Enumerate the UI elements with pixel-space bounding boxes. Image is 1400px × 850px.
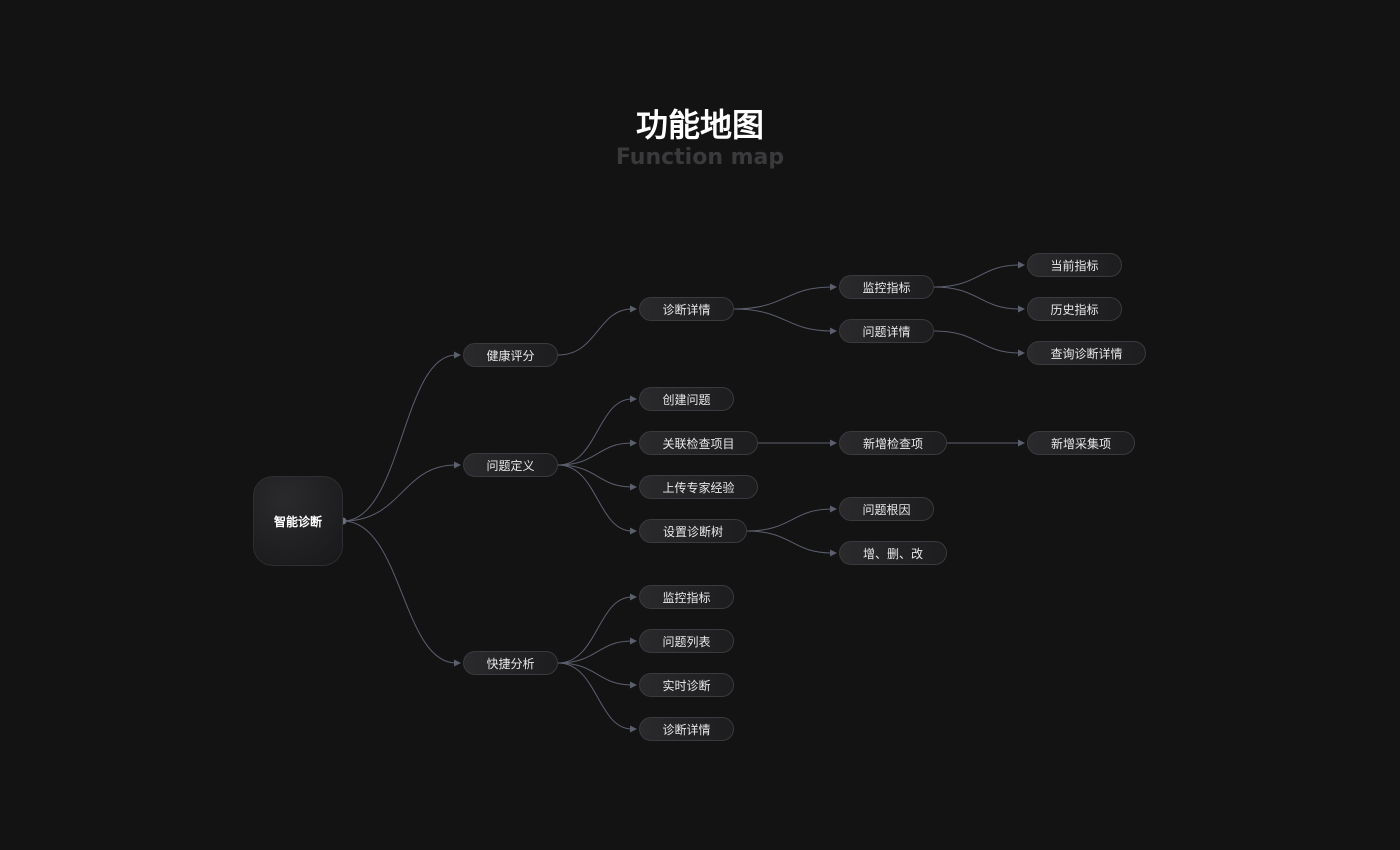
edge-monitor-current [933, 264, 1021, 288]
node-upload[interactable]: 上传专家经验 [639, 475, 758, 499]
node-diag_detail[interactable]: 诊断详情 [639, 297, 734, 321]
arrow-icon [1018, 349, 1025, 357]
arrow-icon [630, 395, 637, 403]
arrow-icon [630, 305, 637, 313]
arrow-icon [1018, 439, 1025, 447]
arrow-icon [1018, 305, 1025, 313]
arrow-icon [630, 527, 637, 535]
node-current[interactable]: 当前指标 [1027, 253, 1122, 277]
arrow-icon [830, 327, 837, 335]
edge-quick-q_monitor [557, 596, 633, 664]
arrow-icon [454, 659, 461, 667]
node-quick[interactable]: 快捷分析 [463, 651, 558, 675]
node-add_check[interactable]: 新增检查项 [839, 431, 947, 455]
edge-diag_detail-monitor [733, 286, 833, 310]
arrow-icon [630, 637, 637, 645]
edge-diag_detail-prob_detail [733, 308, 833, 332]
arrow-icon [1018, 261, 1025, 269]
page-subtitle: Function map [615, 145, 785, 170]
node-q_realtime[interactable]: 实时诊断 [639, 673, 734, 697]
edge-root-problem [342, 464, 457, 522]
edge-problem-link [557, 442, 633, 466]
node-monitor[interactable]: 监控指标 [839, 275, 934, 299]
edge-monitor-history [933, 286, 1021, 310]
page-title: 功能地图 [635, 106, 764, 144]
arrow-icon [454, 461, 461, 469]
edge-prob_detail-query [933, 330, 1021, 354]
node-root_cause[interactable]: 问题根因 [839, 497, 934, 521]
arrow-icon [630, 681, 637, 689]
node-create[interactable]: 创建问题 [639, 387, 734, 411]
edge-problem-create [557, 398, 633, 466]
edge-quick-q_list [557, 640, 633, 664]
node-health[interactable]: 健康评分 [463, 343, 558, 367]
arrow-icon [454, 351, 461, 359]
node-crud[interactable]: 增、删、改 [839, 541, 947, 565]
arrow-icon [630, 483, 637, 491]
node-q_monitor[interactable]: 监控指标 [639, 585, 734, 609]
node-query[interactable]: 查询诊断详情 [1027, 341, 1146, 365]
edge-problem-tree [557, 464, 633, 532]
arrow-icon [630, 439, 637, 447]
edge-quick-q_realtime [557, 662, 633, 686]
arrow-icon [630, 593, 637, 601]
node-link[interactable]: 关联检查项目 [639, 431, 758, 455]
node-history[interactable]: 历史指标 [1027, 297, 1122, 321]
arrow-icon [630, 725, 637, 733]
node-add_collect[interactable]: 新增采集项 [1027, 431, 1135, 455]
arrow-icon [830, 549, 837, 557]
edge-health-diag_detail [557, 308, 633, 356]
edge-tree-root_cause [746, 508, 833, 532]
arrow-icon [830, 505, 837, 513]
node-prob_detail[interactable]: 问题详情 [839, 319, 934, 343]
edge-problem-upload [557, 464, 633, 488]
node-q_detail[interactable]: 诊断详情 [639, 717, 734, 741]
node-problem[interactable]: 问题定义 [463, 453, 558, 477]
node-q_list[interactable]: 问题列表 [639, 629, 734, 653]
root-node[interactable]: 智能诊断 [253, 476, 343, 566]
edge-tree-crud [746, 530, 833, 554]
edge-quick-q_detail [557, 662, 633, 730]
edge-root-health [342, 354, 457, 522]
arrow-icon [830, 283, 837, 291]
arrow-icon [830, 439, 837, 447]
node-tree[interactable]: 设置诊断树 [639, 519, 747, 543]
edge-root-quick [342, 520, 457, 664]
